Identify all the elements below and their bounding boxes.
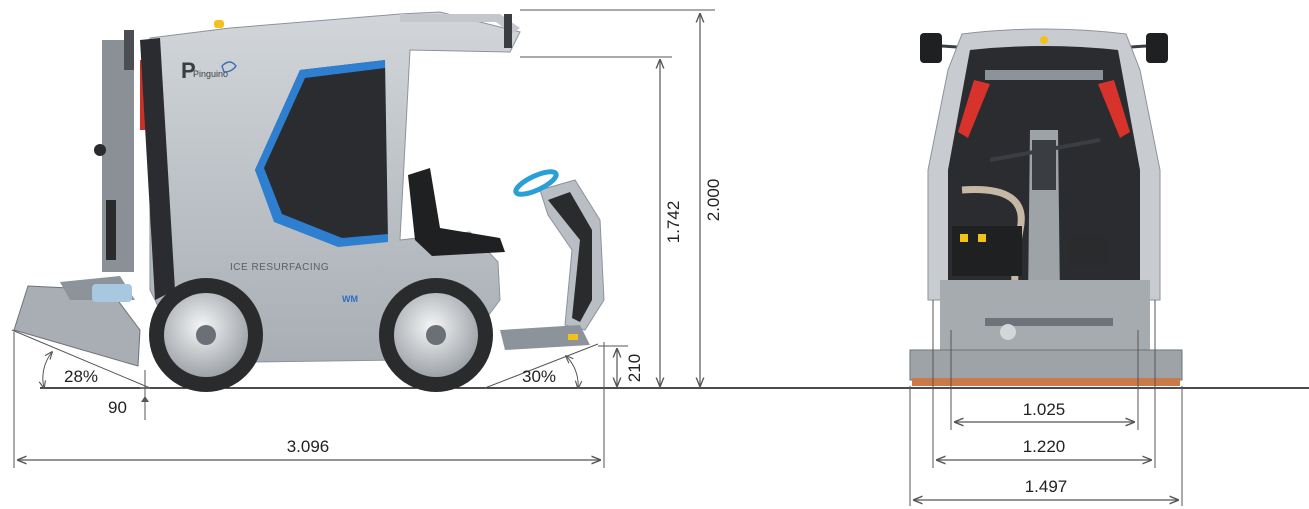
- mirror-left: [920, 33, 942, 63]
- front-wheel: [379, 278, 493, 392]
- front-view: 1.025 1.220 1.497: [909, 28, 1183, 506]
- blue-accent: [255, 60, 388, 247]
- dim-length-total: 3.096: [287, 437, 330, 456]
- dim-width-inner: 1.025: [1023, 400, 1066, 419]
- rear-wheel: [149, 278, 263, 392]
- brand-badge: WM: [342, 294, 358, 304]
- side-label: ICE RESURFACING: [230, 262, 329, 273]
- light-right: [1098, 80, 1130, 138]
- driver-seat: [408, 168, 505, 256]
- dim-height-total: 2.000: [704, 179, 723, 222]
- dim-height-body: 1.742: [664, 201, 683, 244]
- logo-p: P: [181, 58, 196, 83]
- dim-angle-front: 30%: [522, 367, 556, 386]
- steering-wheel: [513, 169, 559, 197]
- dim-rear-clearance: 90: [108, 398, 127, 417]
- dim-front-clearance: 210: [625, 354, 644, 382]
- light-left: [958, 80, 990, 138]
- dim-width-total: 1.497: [1025, 477, 1068, 496]
- dim-width-mid: 1.220: [1023, 437, 1066, 456]
- battery-box: [952, 226, 1022, 276]
- front-blade: [909, 349, 1183, 381]
- mirror-right: [1146, 33, 1168, 63]
- penguin-icon: [221, 61, 237, 73]
- beacon-light: [214, 20, 224, 28]
- dim-angle-rear: 28%: [64, 367, 98, 386]
- logo-text: Pinguino: [193, 69, 228, 79]
- side-view: P Pinguino ICE RESURFACING WM: [11, 9, 723, 468]
